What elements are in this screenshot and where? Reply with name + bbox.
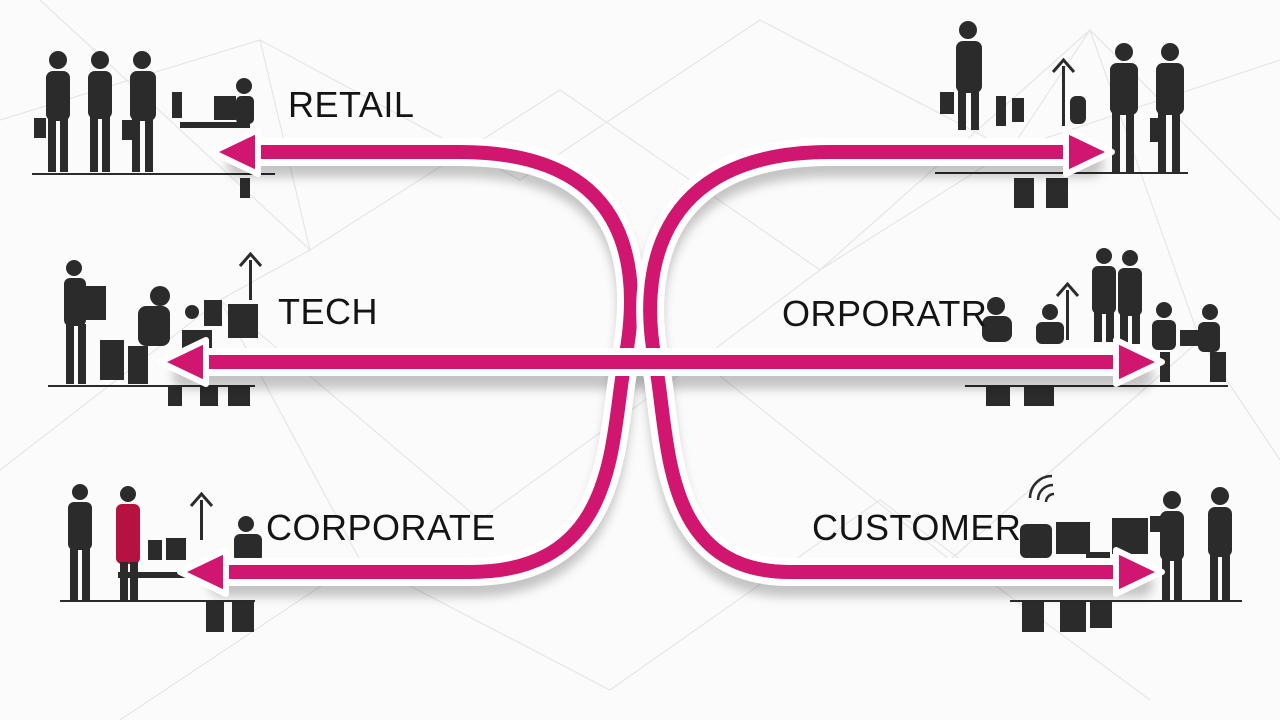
person-silhouette-icon <box>1118 250 1142 344</box>
desk-workstation-icon <box>118 516 262 632</box>
arrowhead-left-top <box>209 127 261 177</box>
person-silhouette-icon <box>1092 248 1116 342</box>
person-silhouette-icon <box>1150 43 1184 172</box>
label-tech: TECH <box>278 291 378 332</box>
label-retail: RETAIL <box>288 84 414 125</box>
up-arrow-icon <box>238 251 263 300</box>
person-silhouette-icon <box>34 51 70 172</box>
label-corporate-right: ORPORATR <box>782 293 987 334</box>
person-silhouette-icon <box>122 51 156 172</box>
person-silhouette-icon <box>1110 43 1138 172</box>
arrowhead-right-middle <box>1113 337 1165 387</box>
person-silhouette-icon <box>940 21 982 130</box>
desk-workstation-icon <box>100 286 258 406</box>
desk-workstation-icon <box>1020 518 1148 632</box>
up-arrow-icon <box>1055 281 1080 340</box>
up-arrow-icon <box>1051 57 1076 126</box>
arrowhead-left-bottom <box>177 547 229 597</box>
label-corporate-left: CORPORATE <box>266 507 496 548</box>
person-silhouette-icon <box>116 486 140 600</box>
person-silhouette-icon <box>1150 491 1184 600</box>
person-silhouette-icon <box>64 260 106 384</box>
arrowhead-right-top <box>1063 127 1115 177</box>
desk-workstation-icon <box>996 96 1086 208</box>
wifi-signal-icon <box>1028 474 1055 503</box>
person-silhouette-icon <box>88 51 112 172</box>
arrowhead-right-bottom <box>1113 547 1165 597</box>
person-silhouette-icon <box>68 484 92 600</box>
desk-workstation-icon <box>982 297 1064 406</box>
arrowhead-left-middle <box>157 337 209 387</box>
people-groups <box>34 21 1232 632</box>
person-silhouette-icon <box>1208 487 1232 600</box>
label-customer: CUSTOMER <box>812 507 1021 548</box>
desk-workstation-icon <box>1152 302 1226 382</box>
desk-workstation-icon <box>172 78 254 198</box>
connector-arrows <box>157 127 1165 597</box>
up-arrow-icon <box>189 491 214 540</box>
